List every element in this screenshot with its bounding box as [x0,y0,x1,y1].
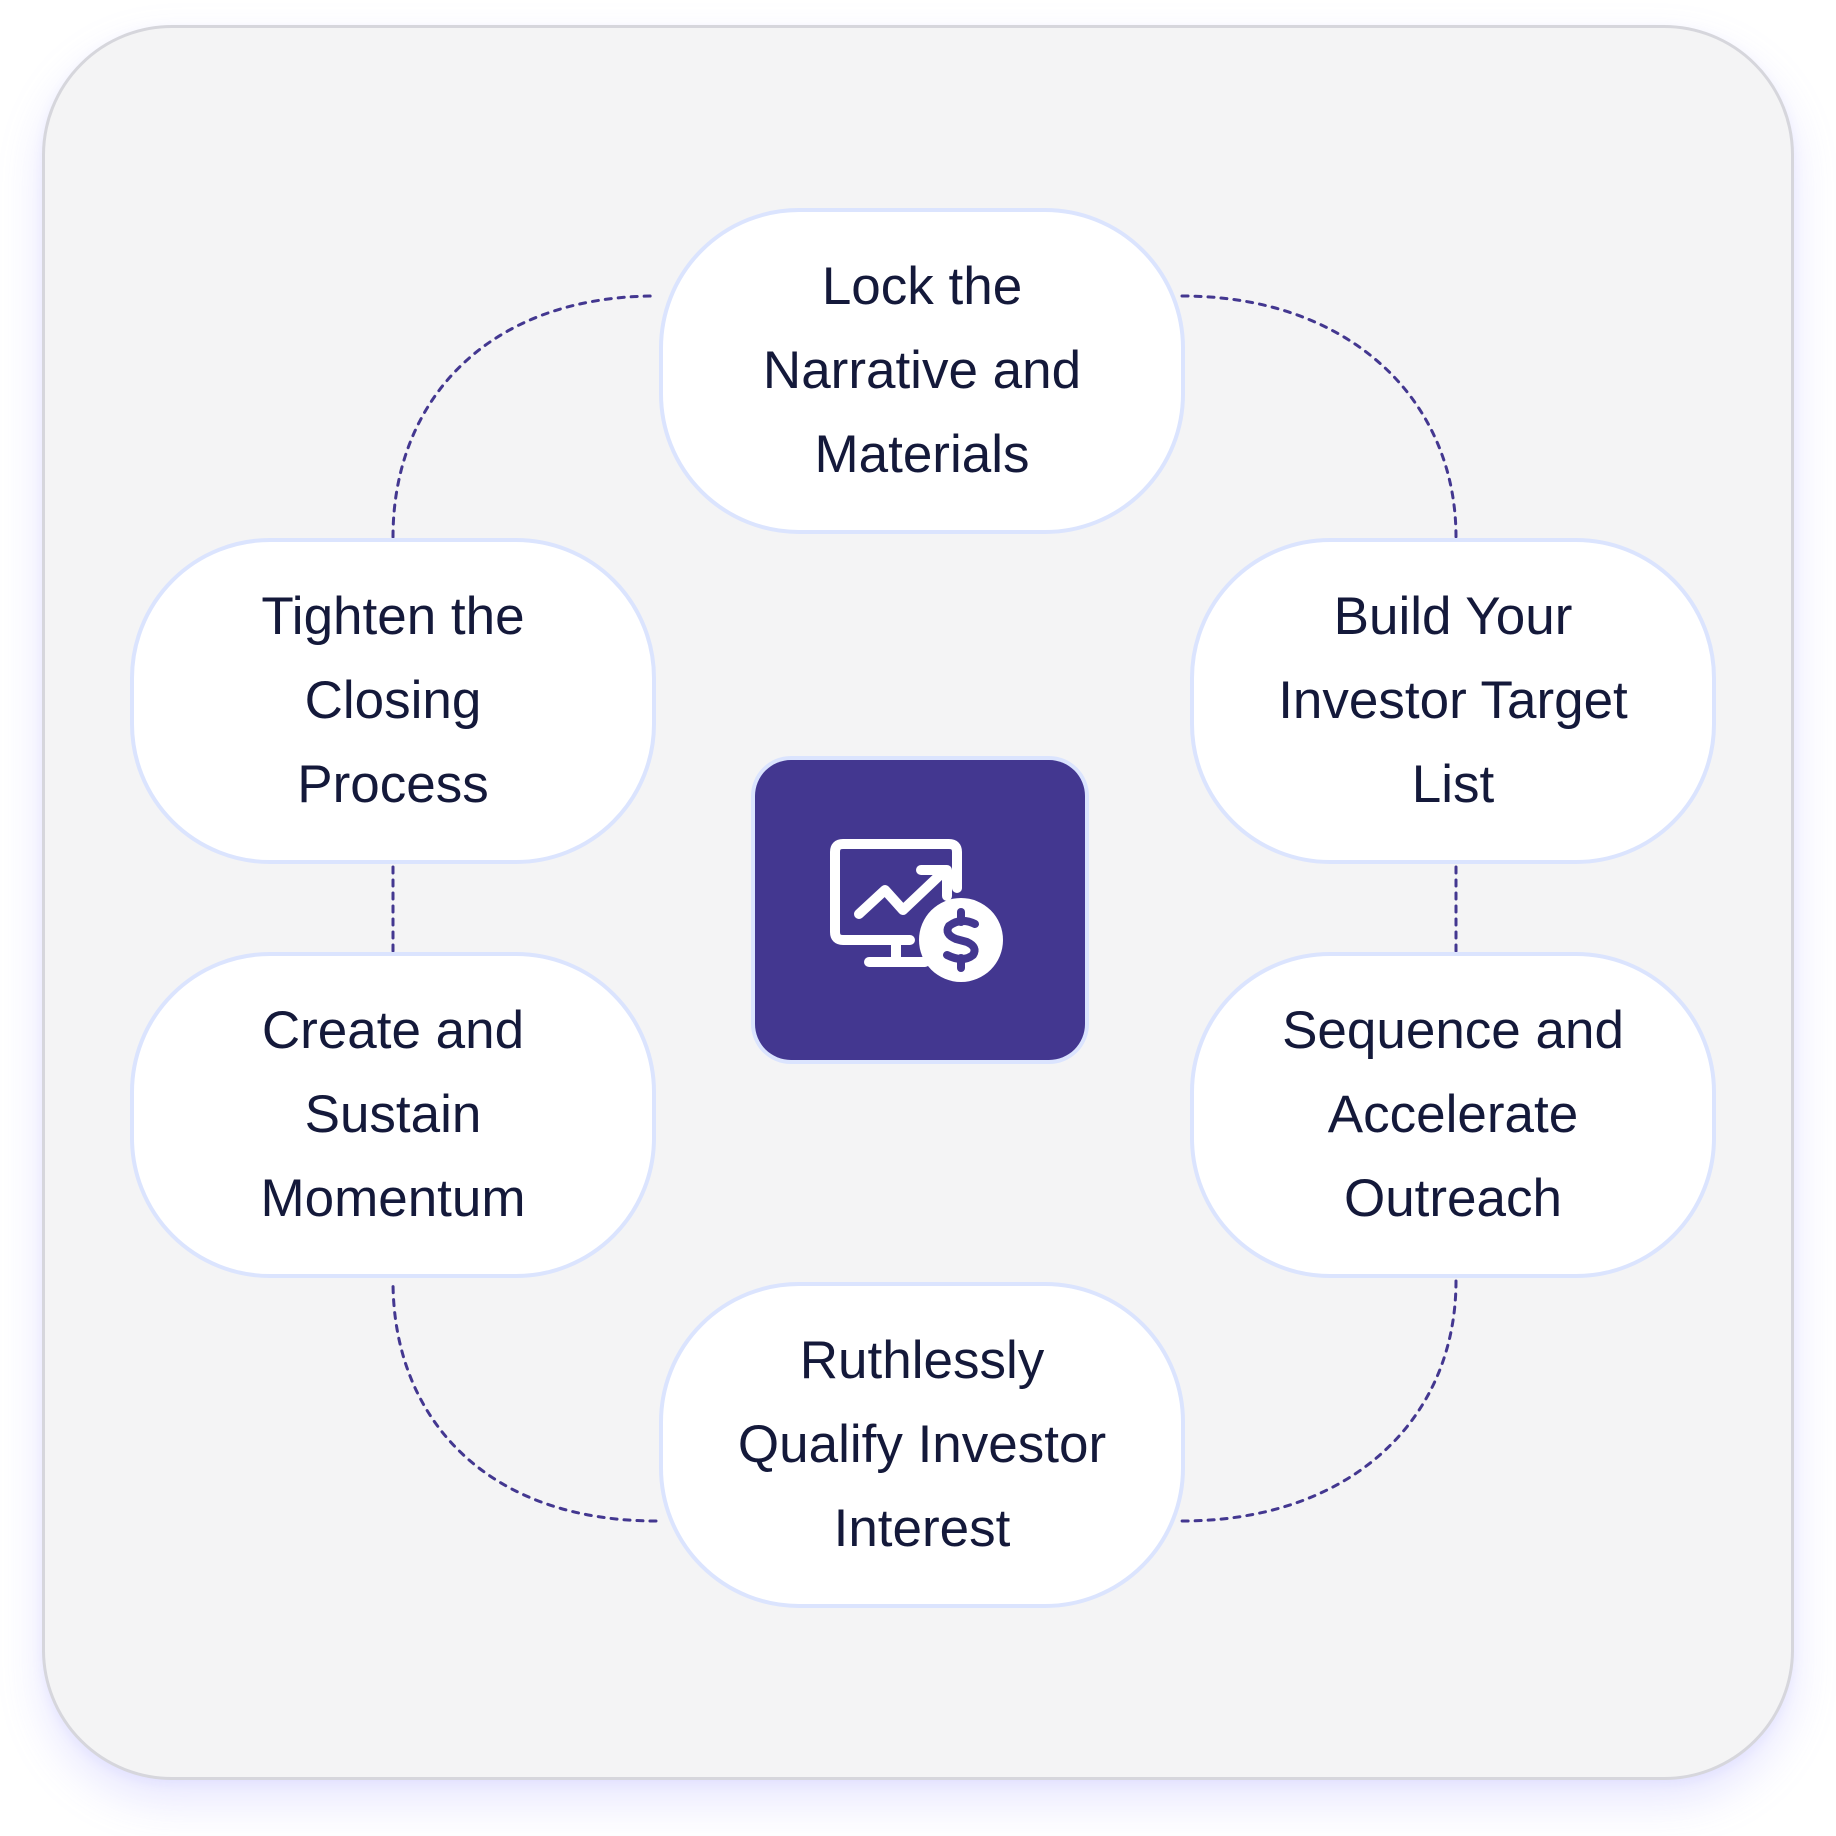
connector-bottom-left [391,1279,658,1523]
step-sequence-outreach: Sequence and Accelerate Outreach [1190,952,1716,1278]
step-label: Tighten the Closing Process [261,587,525,814]
connector-top-left [391,294,658,539]
step-label: Create and Sustain Momentum [260,1001,526,1228]
monitor-growth-dollar-icon [830,839,1003,982]
connector-bottom-right [1180,1279,1458,1523]
connector-top-right [1180,294,1458,539]
step-label: Lock the Narrative and Materials [762,257,1082,484]
step-label: Sequence and Accelerate Outreach [1282,1001,1624,1228]
step-lock-narrative: Lock the Narrative and Materials [659,208,1185,534]
step-label: Build Your Investor Target List [1278,587,1628,814]
step-create-momentum: Create and Sustain Momentum [130,952,656,1278]
center-hub [755,760,1085,1060]
step-qualify-interest: Ruthlessly Qualify Investor Interest [659,1282,1185,1608]
step-tighten-closing: Tighten the Closing Process [130,538,656,864]
step-label: Ruthlessly Qualify Investor Interest [737,1331,1107,1558]
step-build-target-list: Build Your Investor Target List [1190,538,1716,864]
